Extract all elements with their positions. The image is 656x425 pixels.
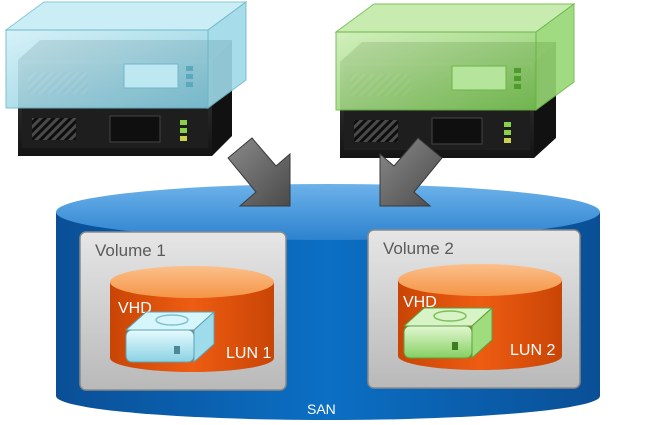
vhd-1-label: VHD [118, 300, 152, 317]
volume-1-box: Volume 1 VHD LUN 1 [79, 231, 287, 391]
glass-unit-right [334, 3, 576, 111]
server-left-icon [4, 1, 248, 156]
lun-2-label: LUN 2 [510, 342, 555, 359]
server-right-icon [334, 3, 576, 158]
san-label: SAN [307, 401, 336, 417]
volume-2-label: Volume 2 [383, 239, 454, 258]
lun-1-label: LUN 1 [226, 345, 271, 362]
volume-1-label: Volume 1 [95, 241, 166, 260]
hard-drive-icon [402, 306, 494, 360]
vhd-2-label: VHD [403, 294, 437, 311]
arrow-down-icon [227, 137, 291, 207]
glass-unit-left [4, 1, 248, 109]
volume-2-box: Volume 2 VHD LUN 2 [367, 229, 581, 389]
hard-drive-icon [124, 310, 216, 364]
arrow-down-icon [379, 137, 443, 207]
